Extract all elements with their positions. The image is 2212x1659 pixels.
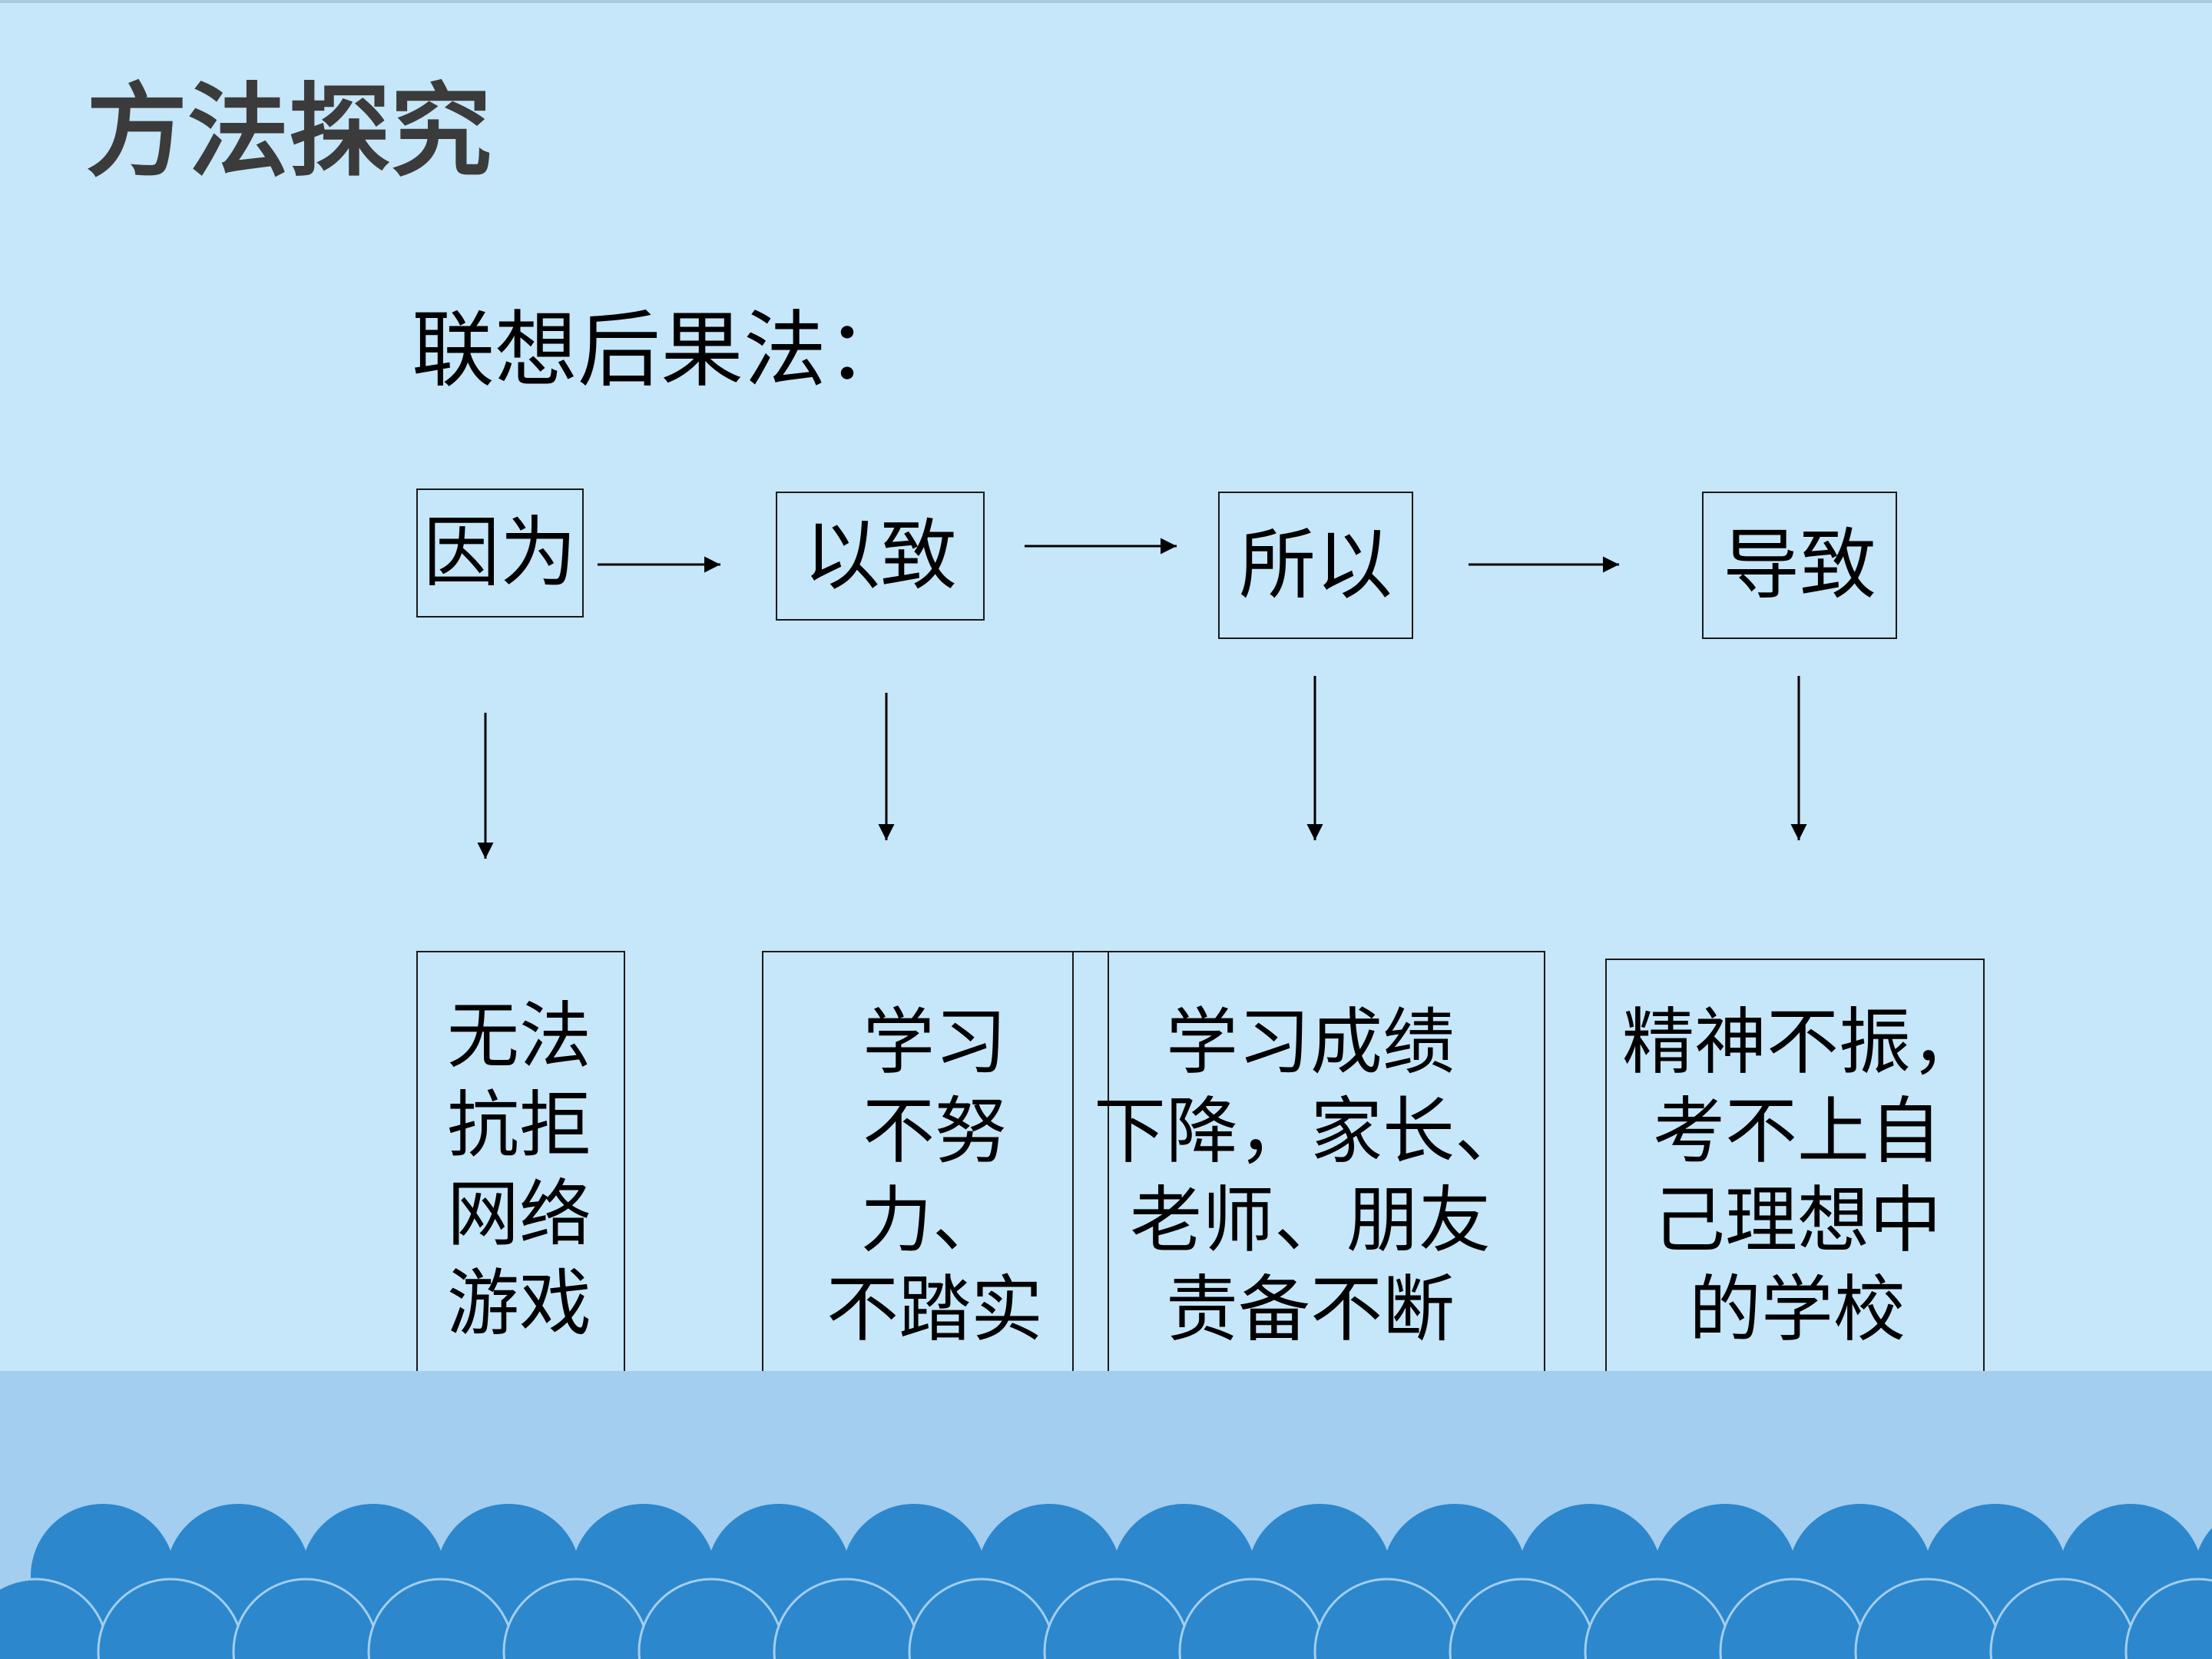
result-line: 学习成绩 xyxy=(1165,1001,1455,1084)
step-label: 以致 xyxy=(803,511,957,601)
result-text-2: 学习 不努 力、 不踏实 xyxy=(823,998,1046,1355)
result-text-3: 学习成绩 下降，家长、 老师、朋友 责备不断 xyxy=(1088,998,1533,1355)
result-line: 学习 xyxy=(862,1001,1007,1084)
result-line: 抗拒 xyxy=(447,1084,592,1167)
step-label: 因为 xyxy=(423,508,577,598)
step-label: 导致 xyxy=(1723,520,1876,610)
result-line: 精神不振， xyxy=(1622,1001,1984,1084)
result-line: 游戏 xyxy=(447,1262,592,1346)
result-line: 网络 xyxy=(447,1173,592,1257)
result-line: 责备不断 xyxy=(1165,1268,1455,1352)
step-box-resulting-in: 以致 xyxy=(776,492,985,621)
step-box-leads-to: 导致 xyxy=(1702,492,1897,639)
result-line: 的学校 xyxy=(1688,1268,1906,1352)
slide-title: 方法探究 xyxy=(86,73,492,191)
result-line: 下降，家长、 xyxy=(1093,1090,1527,1174)
scallop xyxy=(2124,1578,2212,1659)
scallop-row-front xyxy=(0,1578,2212,1659)
slide-top-border xyxy=(0,0,2212,3)
result-line: 力、 xyxy=(860,1179,1005,1263)
result-text-4: 精神不振， 考不上自 己理想中 的学校 xyxy=(1622,998,1984,1355)
step-box-because: 因为 xyxy=(416,488,584,618)
method-heading: 联想后果法： xyxy=(412,303,910,399)
result-line: 不踏实 xyxy=(826,1268,1043,1352)
result-line: 考不上自 xyxy=(1652,1090,1942,1174)
result-line: 己理想中 xyxy=(1652,1179,1942,1263)
step-box-therefore: 所以 xyxy=(1218,492,1413,639)
result-line: 无法 xyxy=(447,995,592,1078)
step-label: 所以 xyxy=(1239,520,1392,610)
result-line: 老师、朋友 xyxy=(1129,1179,1491,1263)
result-line: 不努 xyxy=(862,1090,1007,1174)
result-text-1: 无法 抗拒 网络 游戏 xyxy=(447,992,591,1349)
